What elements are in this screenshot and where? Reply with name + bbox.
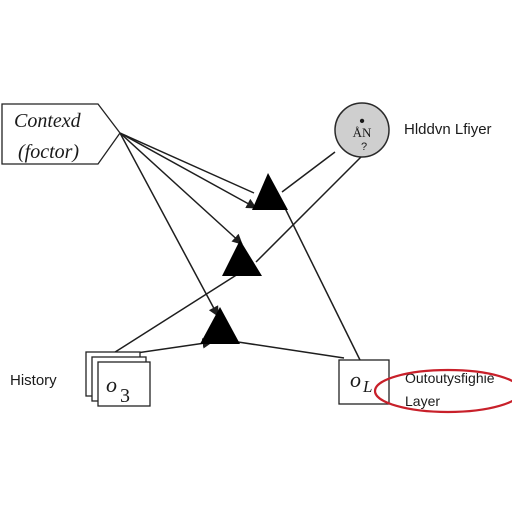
edge-context-to-triangle-top-b (119, 132, 255, 194)
edge-history-to-triangle-middle (111, 273, 239, 355)
hidden-edges (237, 151, 363, 361)
output-subscript: L (362, 377, 372, 396)
edge-triangle-bottom-to-output (237, 341, 345, 359)
hidden-glyph-bottom: ? (361, 141, 367, 153)
edge-context-to-triangle-bottom (119, 132, 219, 317)
context-label-line2: (foctor) (18, 141, 79, 163)
triangle-gate-bottom (200, 307, 240, 344)
hidden-layer-label: Hlddvn Lfiyer (404, 121, 492, 138)
context-label-line1: Contexd (14, 110, 82, 132)
history-node: History o 3 (10, 351, 151, 407)
output-node: o L Outoutysfighie Layer (338, 359, 512, 414)
triangle-gate-middle (222, 240, 262, 276)
output-label-line2: Layer (405, 393, 440, 409)
triangle-gate-top (252, 173, 288, 210)
edge-context-to-triangle-top (119, 132, 257, 209)
history-stack-front (97, 361, 151, 407)
gate-nodes (200, 173, 288, 344)
context-edges (119, 132, 257, 317)
hidden-circle (334, 102, 390, 158)
edge-hidden-to-triangle-middle (255, 155, 363, 263)
hidden-node: • ÅN ? Hlddvn Lfiyer (334, 102, 492, 158)
context-node: Contexd (foctor) (1, 103, 121, 165)
history-label: History (10, 372, 57, 389)
hidden-glyph-mid: ÅN (353, 125, 372, 140)
history-symbol: o (106, 372, 117, 397)
edge-context-to-triangle-middle (119, 132, 243, 245)
output-symbol: o (350, 367, 361, 392)
edge-hidden-to-triangle-top (281, 151, 336, 193)
hidden-glyph-top: • (359, 113, 365, 130)
history-subscript: 3 (120, 385, 130, 407)
output-label-line1: Outoutysfighie (405, 370, 495, 386)
context-shape (1, 103, 121, 165)
highlight-ellipse (373, 368, 512, 414)
edge-triangle-top-to-output (277, 193, 361, 361)
